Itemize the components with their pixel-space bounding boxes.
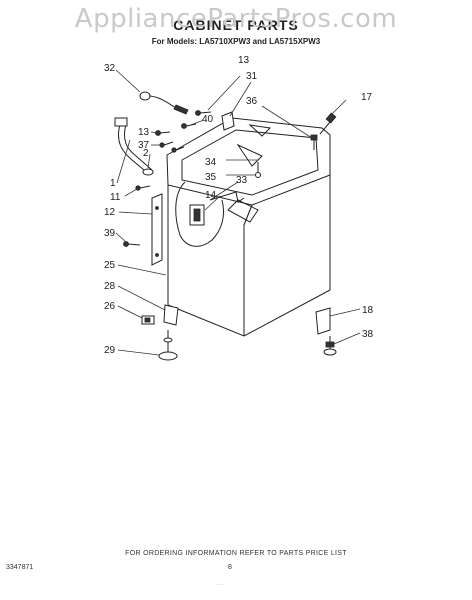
callout-18: 18 (362, 305, 374, 316)
part-32-cord (139, 91, 189, 115)
part-28-bracket (163, 304, 179, 326)
callout-28: 28 (104, 281, 116, 292)
callout-13: 13 (238, 55, 250, 66)
callout-13-lower: 13 (138, 127, 150, 138)
part-11-screw (135, 185, 151, 191)
callout-29: 29 (104, 345, 116, 356)
page-number: 8 (228, 564, 232, 571)
callout-40: 40 (202, 114, 214, 125)
callout-38: 38 (362, 329, 374, 340)
part-31-clip (221, 111, 235, 131)
callout-17: 17 (361, 92, 373, 103)
part-40-screw (181, 123, 197, 129)
callout-25: 25 (104, 260, 116, 271)
callout-35: 35 (205, 172, 217, 183)
wire-harness (175, 181, 245, 247)
callout-33: 33 (236, 175, 248, 186)
part-18-bracket (315, 307, 331, 335)
leader-lines (115, 69, 361, 356)
callout-2: 2 (143, 148, 149, 159)
cabinet-body (166, 117, 331, 337)
watermark: AppliancePartsPros.com (74, 4, 398, 34)
ordering-note: FOR ORDERING INFORMATION REFER TO PARTS … (125, 550, 347, 557)
print-mark: ∙ ∙ ∙ (216, 582, 223, 588)
part-13-screw (195, 110, 212, 116)
part-1-hose (114, 117, 153, 176)
callouts: 13 31 32 17 36 40 13 37 2 34 35 33 14 1 … (104, 55, 374, 356)
callout-12: 12 (104, 207, 116, 218)
part-2-clamp (142, 168, 154, 176)
callout-37: 37 (138, 140, 150, 151)
callout-32: 32 (104, 63, 116, 74)
callout-14: 14 (205, 190, 217, 201)
part-38-leg (323, 336, 337, 356)
document-number: 3347871 (6, 564, 34, 571)
callout-1: 1 (110, 178, 116, 189)
callout-34: 34 (205, 157, 217, 168)
callout-31: 31 (246, 71, 258, 82)
part-12-panel (151, 193, 163, 266)
part-29-leg (158, 330, 178, 361)
callout-11: 11 (110, 192, 121, 203)
model-subtitle: For Models: LA5710XPW3 and LA5715XPW3 (151, 37, 321, 46)
callout-36: 36 (246, 96, 258, 107)
part-26-clip (141, 315, 155, 325)
callout-39: 39 (104, 228, 116, 239)
callout-26: 26 (104, 301, 116, 312)
part-39-screw (123, 241, 141, 247)
page-title: CABINET PARTS (173, 17, 299, 33)
part-17-screw (319, 112, 337, 135)
